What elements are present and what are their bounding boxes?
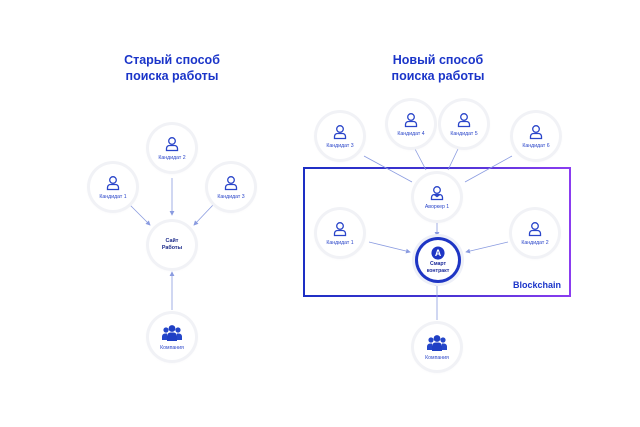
link-left-candidate1-site: [129, 204, 151, 226]
smart-contract-glyph: A: [435, 248, 442, 258]
smart-contract-label-line1: Смарт: [429, 261, 447, 267]
job-site-node: Сайт Работы: [149, 222, 195, 268]
user-icon: [528, 221, 542, 236]
right-company-label: Компания: [425, 354, 449, 361]
right-candidate-5-node: Кандидат 5: [441, 101, 487, 147]
smart-contract-node: A Смарт контракт: [418, 240, 458, 280]
old-method-title: Старый способ поиска работы: [72, 52, 272, 84]
left-candidate-3-label: Кандидат 3: [217, 193, 245, 200]
right-candidate-1-label: Кандидат 1: [326, 239, 354, 246]
old-title-line1: Старый способ: [124, 53, 220, 67]
group-icon: [162, 324, 182, 341]
user-icon: [333, 124, 347, 139]
user-icon: [165, 136, 179, 151]
job-site-label-line1: Сайт: [165, 238, 179, 244]
right-candidate-5-label: Кандидат 5: [450, 130, 478, 137]
user-icon: [404, 112, 418, 127]
left-candidate-3-node: Кандидат 3: [208, 164, 254, 210]
left-candidate-1-label: Кандидат 1: [99, 193, 127, 200]
new-title-line1: Новый способ: [392, 53, 484, 67]
new-title-line2: поиска работы: [391, 69, 485, 83]
smart-contract-label-line2: контракт: [426, 267, 450, 274]
right-candidate-1-node: Кандидат 1: [317, 210, 363, 256]
link-right-candidate1-smart: [368, 241, 411, 254]
right-candidate-4-label: Кандидат 4: [397, 130, 425, 137]
link-right-candidate3-worker: [363, 155, 413, 183]
right-candidate-6-label: Кандидат 6: [522, 142, 550, 149]
right-company-node: Компания: [414, 324, 460, 370]
right-candidate-3-node: Кандидат 3: [317, 113, 363, 159]
user-icon: [529, 124, 543, 139]
user-icon: [333, 221, 347, 236]
worker-label: Аворкер 1: [424, 203, 450, 210]
left-candidate-2-label: Кандидат 2: [158, 154, 186, 161]
blockchain-label: Blockchain: [512, 280, 561, 290]
left-candidate-2-node: Кандидат 2: [149, 125, 195, 171]
right-candidate-6-node: Кандидат 6: [513, 113, 559, 159]
link-right-candidate2-smart: [465, 241, 509, 254]
group-icon: [427, 334, 447, 351]
link-right-candidate4-worker: [414, 148, 427, 171]
right-candidate-2-label: Кандидат 2: [521, 239, 549, 246]
user-icon: [457, 112, 471, 127]
job-site-label-line2: Работы: [161, 245, 183, 251]
left-candidate-1-node: Кандидат 1: [90, 164, 136, 210]
worker-node: Аворкер 1: [414, 174, 460, 220]
link-left-candidate3-site: [193, 204, 214, 226]
user-icon: [224, 175, 238, 190]
smart-contract-icon: A: [431, 246, 445, 260]
link-right-candidate6-worker: [464, 155, 513, 183]
link-right-candidate5-worker: [447, 148, 459, 171]
left-company-label: Компания: [160, 344, 184, 351]
right-candidate-3-label: Кандидат 3: [326, 142, 354, 149]
right-candidate-2-node: Кандидат 2: [512, 210, 558, 256]
worker-icon: [430, 185, 444, 200]
right-candidate-4-node: Кандидат 4: [388, 101, 434, 147]
user-icon: [106, 175, 120, 190]
old-title-line2: поиска работы: [125, 69, 219, 83]
left-company-node: Компания: [149, 314, 195, 360]
new-method-title: Новый способ поиска работы: [338, 52, 538, 84]
